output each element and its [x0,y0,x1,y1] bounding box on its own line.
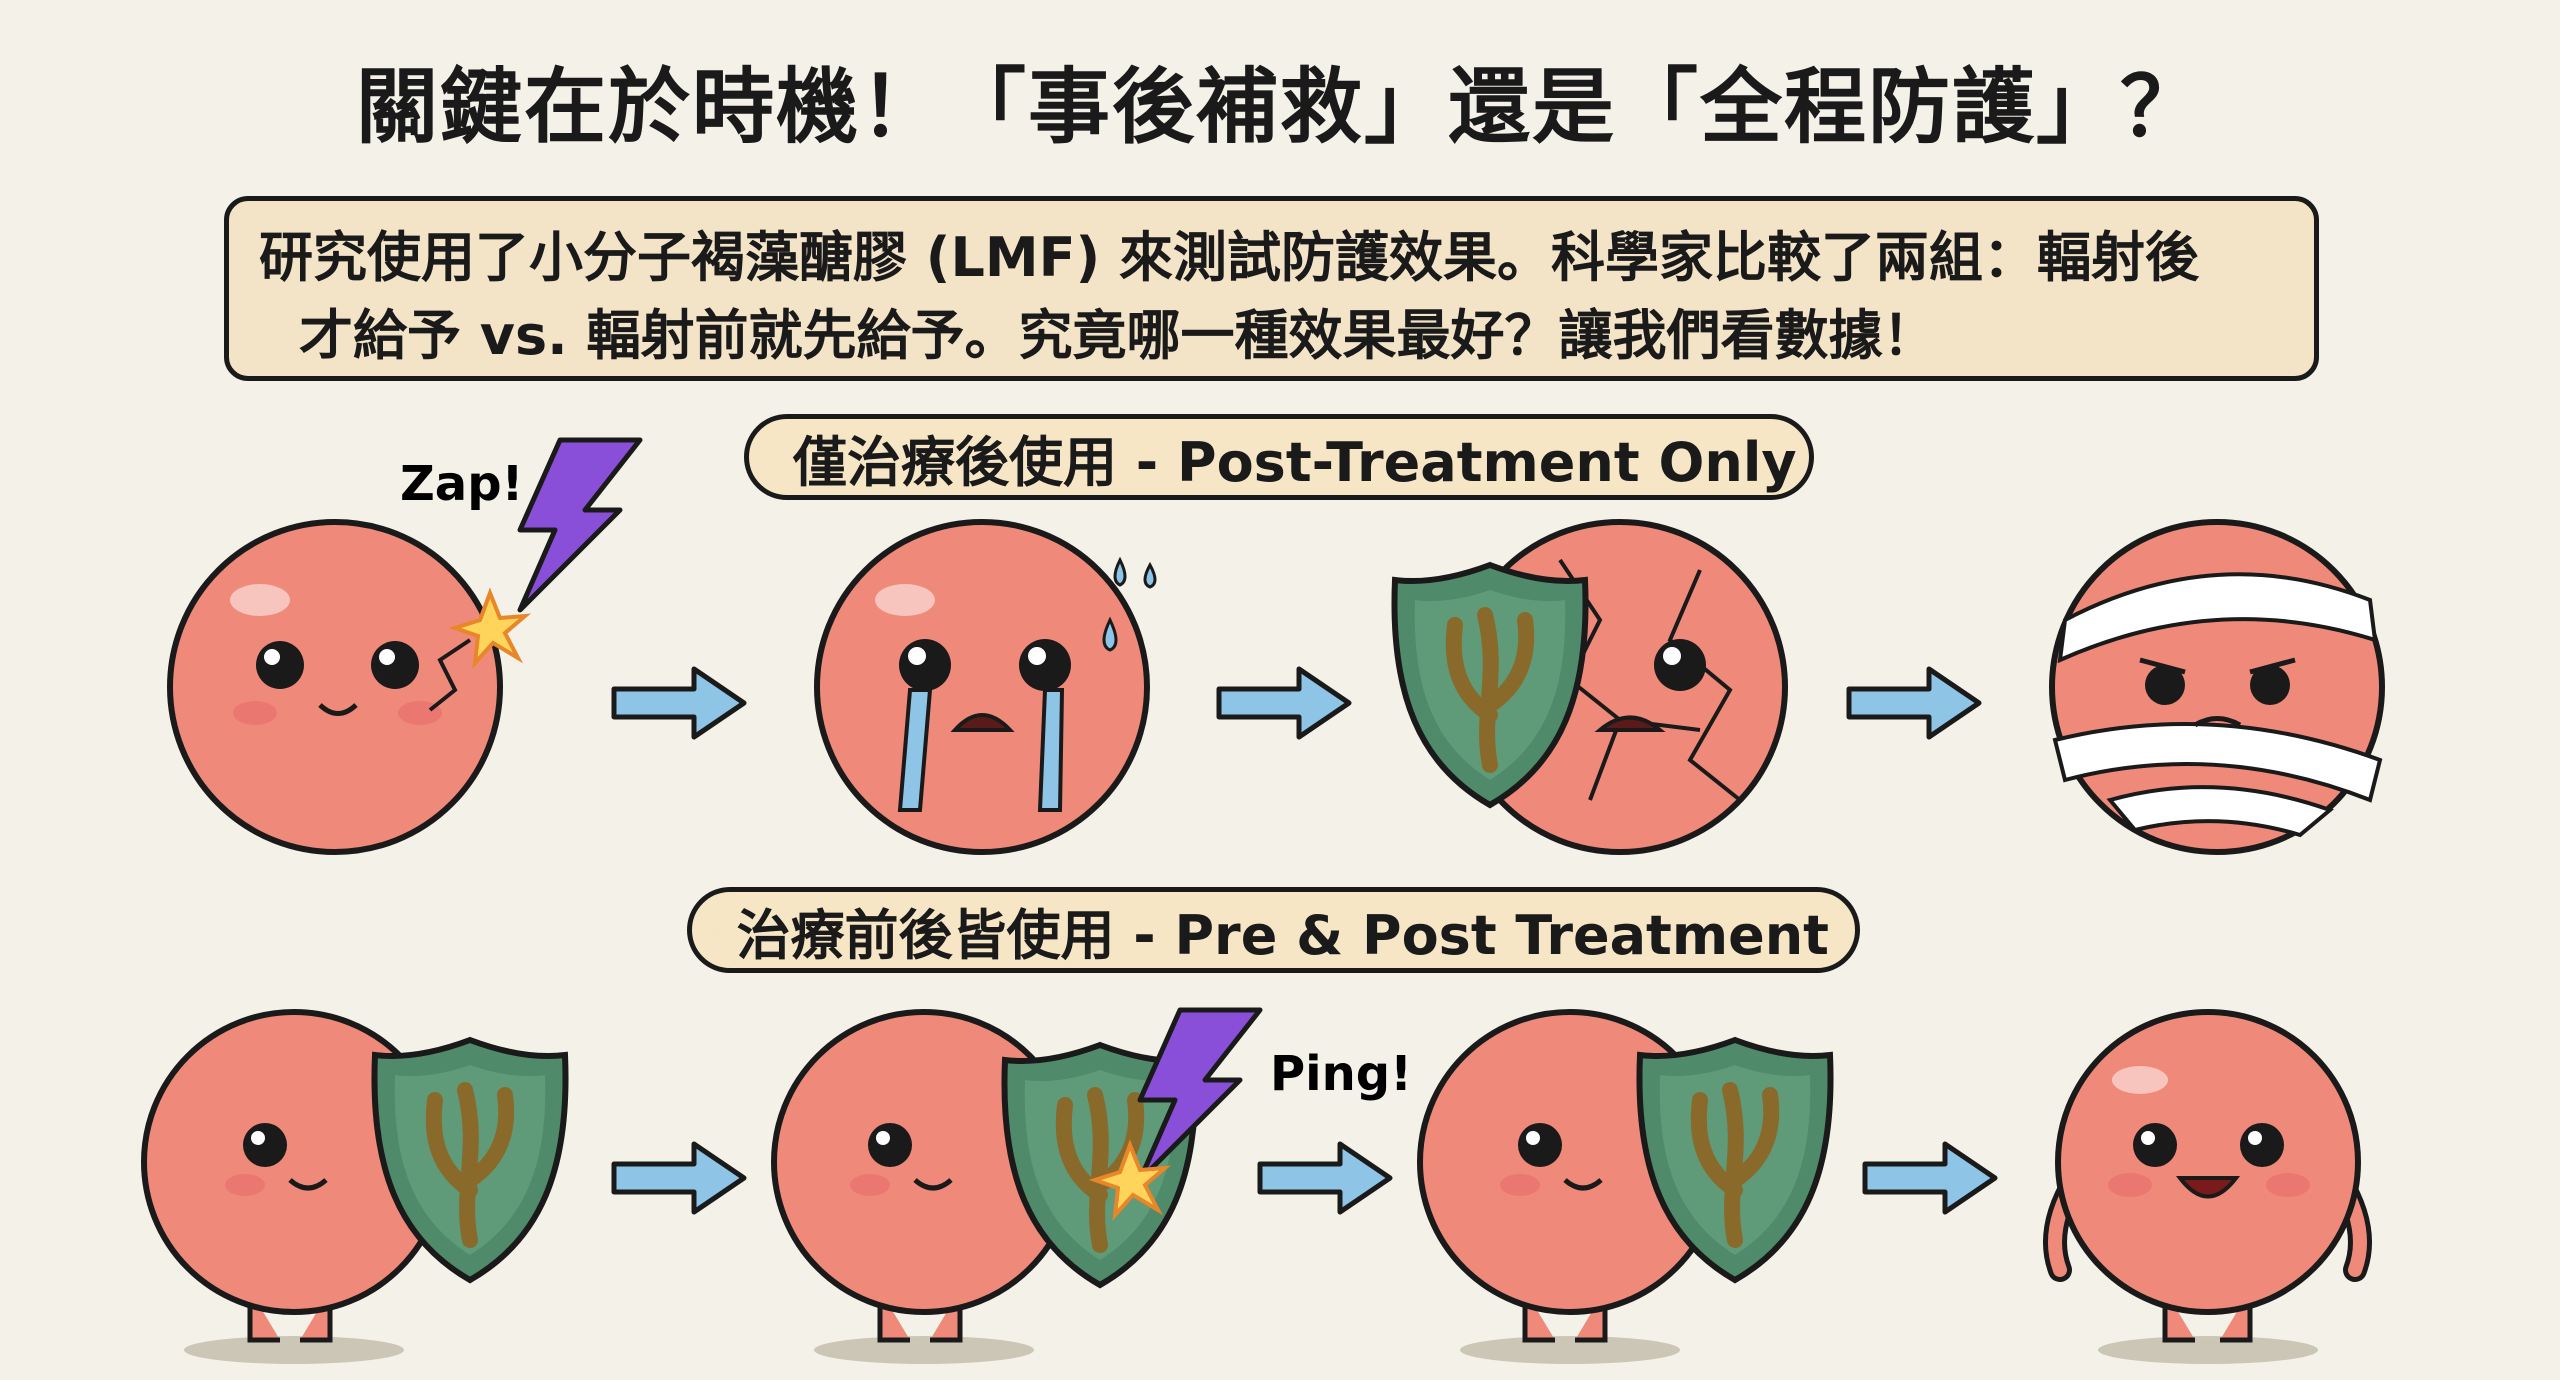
row1-label-text: 僅治療後使用 - Post-Treatment Only [793,430,1797,494]
row2-label-text: 治療前後皆使用 - Pre & Post Treatment [736,903,1829,967]
lightning-bolt-icon [1140,1010,1260,1180]
cell-healthy-happy [2043,1009,2372,1364]
cell-shielded-deflect [771,1009,1077,1364]
zap-sound-text: Zap! [400,456,523,512]
cell-crying [814,519,1157,855]
arrow-right-icon [614,1144,744,1212]
row2-label: 治療前後皆使用 - Pre & Post Treatment [687,887,1860,973]
ping-sound-text: Ping! [1270,1046,1412,1102]
intro-line-2: 才給予 vs. 輻射前就先給予。究竟哪一種效果最好？讓我們看數據！ [299,304,1937,367]
cell-happy-hit [167,519,503,855]
cell-shielded-1 [141,1009,447,1364]
arrow-right-icon [1865,1144,1995,1212]
arrow-right-icon [1260,1144,1390,1212]
page-title: 關鍵在於時機！「事後補救」還是「全程防護」？ [355,60,2204,155]
row1-label: 僅治療後使用 - Post-Treatment Only [744,414,1814,500]
lightning-bolt-icon [520,440,640,610]
cell-bandaged [2049,519,2385,855]
intro-box: 研究使用了小分子褐藻醣膠 (LMF) 來測試防護效果。科學家比較了兩組：輻射後 … [224,196,2319,381]
intro-line-1: 研究使用了小分子褐藻醣膠 (LMF) 來測試防護效果。科學家比較了兩組：輻射後 [259,226,2199,289]
arrow-right-icon [614,669,744,737]
arrow-right-icon [1219,669,1349,737]
arrow-right-icon [1849,669,1979,737]
